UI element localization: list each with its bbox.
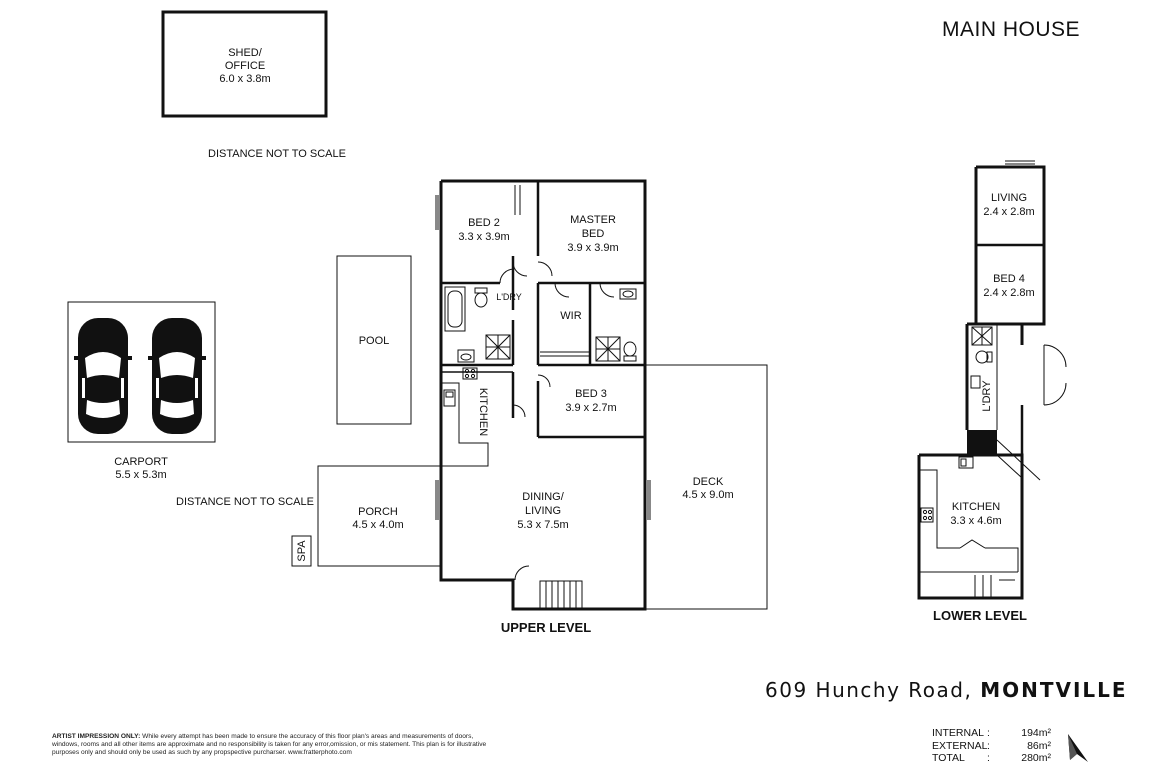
deck-dims: 4.5 x 9.0m: [682, 489, 733, 501]
area-row-total: TOTAL : 280m²: [932, 752, 1051, 765]
bed2-dims: 3.3 x 3.9m: [458, 231, 509, 243]
wir-label: WIR: [560, 310, 581, 322]
area-colon: :: [987, 739, 990, 752]
bed4-dims: 2.4 x 2.8m: [983, 287, 1034, 299]
bed4-label: BED 4: [993, 273, 1025, 285]
dining-label-2: LIVING: [525, 505, 561, 517]
area-colon: :: [987, 727, 990, 739]
area-label: INTERNAL: [932, 727, 984, 739]
sink-icon: [958, 456, 974, 469]
carport: CARPORT 5.5 x 5.3m: [67, 301, 216, 481]
car-icon: [74, 318, 132, 434]
shed-office: SHED/ OFFICE 6.0 x 3.8m: [161, 10, 328, 118]
laundry-label: L'DRY: [496, 292, 522, 302]
sink-icon: [619, 288, 637, 300]
address-street: 609 Hunchy Road,: [765, 678, 973, 702]
lower-level-label: LOWER LEVEL: [933, 608, 1027, 623]
property-address: 609 Hunchy Road, MONTVILLE: [765, 678, 1128, 702]
distance-note-mid: DISTANCE NOT TO SCALE: [176, 496, 314, 508]
shower-icon: [595, 336, 621, 362]
main-house-title: MAIN HOUSE: [942, 18, 1081, 41]
area-value: 86m²: [1027, 739, 1051, 752]
lower-level: [917, 160, 1067, 600]
disclaimer-text: While every attempt has been made to ens…: [52, 733, 487, 757]
upper-level-label: UPPER LEVEL: [501, 620, 591, 635]
bathtub-icon: [444, 286, 466, 332]
stove-icon: [920, 507, 934, 523]
car-icon: [148, 318, 206, 434]
toilet-icon: [623, 341, 637, 362]
upper-level: [435, 179, 651, 611]
pool: POOL: [336, 255, 412, 425]
shed-dims: 6.0 x 3.8m: [219, 73, 270, 85]
pool-label: POOL: [359, 335, 390, 347]
lower-laundry-label: L'DRY: [981, 380, 993, 412]
master-dims: 3.9 x 3.9m: [567, 242, 618, 254]
bed3-dims: 3.9 x 2.7m: [565, 402, 616, 414]
area-row-external: EXTERNAL : 86m²: [932, 740, 1051, 753]
shower-icon: [971, 326, 993, 346]
sink-icon: [443, 389, 456, 407]
master-label-1: MASTER: [570, 214, 616, 226]
area-summary: INTERNAL : 194m² EXTERNAL : 86m² TOTAL :…: [932, 727, 1051, 765]
stove-icon: [462, 367, 478, 380]
area-row-internal: INTERNAL : 194m²: [932, 727, 1051, 740]
toilet-icon: [975, 350, 993, 364]
kitchen-label: KITCHEN: [477, 388, 489, 436]
lower-kitchen-label: KITCHEN: [952, 501, 1000, 513]
area-value: 194m²: [1021, 727, 1051, 739]
sink-icon: [457, 349, 475, 363]
spa: SPA: [291, 535, 312, 567]
deck: DECK 4.5 x 9.0m: [645, 364, 768, 610]
area-value: 280m²: [1021, 752, 1051, 764]
sink-icon: [970, 375, 981, 389]
porch: PORCH 4.5 x 4.0m: [317, 465, 440, 567]
master-label-2: BED: [582, 228, 605, 240]
deck-label: DECK: [693, 476, 724, 488]
dining-dims: 5.3 x 7.5m: [517, 519, 568, 531]
spa-label: SPA: [296, 540, 308, 562]
disclaimer: ARTIST IMPRESSION ONLY: While every atte…: [52, 733, 502, 758]
bed2-label: BED 2: [468, 217, 500, 229]
shed-label-1: SHED/: [228, 47, 263, 59]
lower-living-label: LIVING: [991, 192, 1027, 204]
toilet-icon: [474, 287, 488, 308]
carport-label: CARPORT: [114, 456, 168, 468]
compass-arrow-icon: [1068, 734, 1088, 762]
area-label: TOTAL: [932, 752, 965, 764]
address-town: MONTVILLE: [980, 678, 1128, 702]
lower-kitchen-dims: 3.3 x 4.6m: [950, 515, 1001, 527]
disclaimer-lead: ARTIST IMPRESSION ONLY:: [52, 733, 141, 740]
area-colon: :: [987, 752, 990, 764]
lower-living-dims: 2.4 x 2.8m: [983, 206, 1034, 218]
shed-label-2: OFFICE: [225, 60, 265, 72]
bed3-label: BED 3: [575, 388, 607, 400]
shower-icon: [485, 334, 511, 360]
dining-label-1: DINING/: [522, 491, 565, 503]
carport-dims: 5.5 x 5.3m: [115, 469, 166, 481]
porch-label: PORCH: [358, 506, 398, 518]
distance-note-top: DISTANCE NOT TO SCALE: [208, 148, 346, 160]
porch-dims: 4.5 x 4.0m: [352, 519, 403, 531]
area-label: EXTERNAL: [932, 739, 988, 752]
